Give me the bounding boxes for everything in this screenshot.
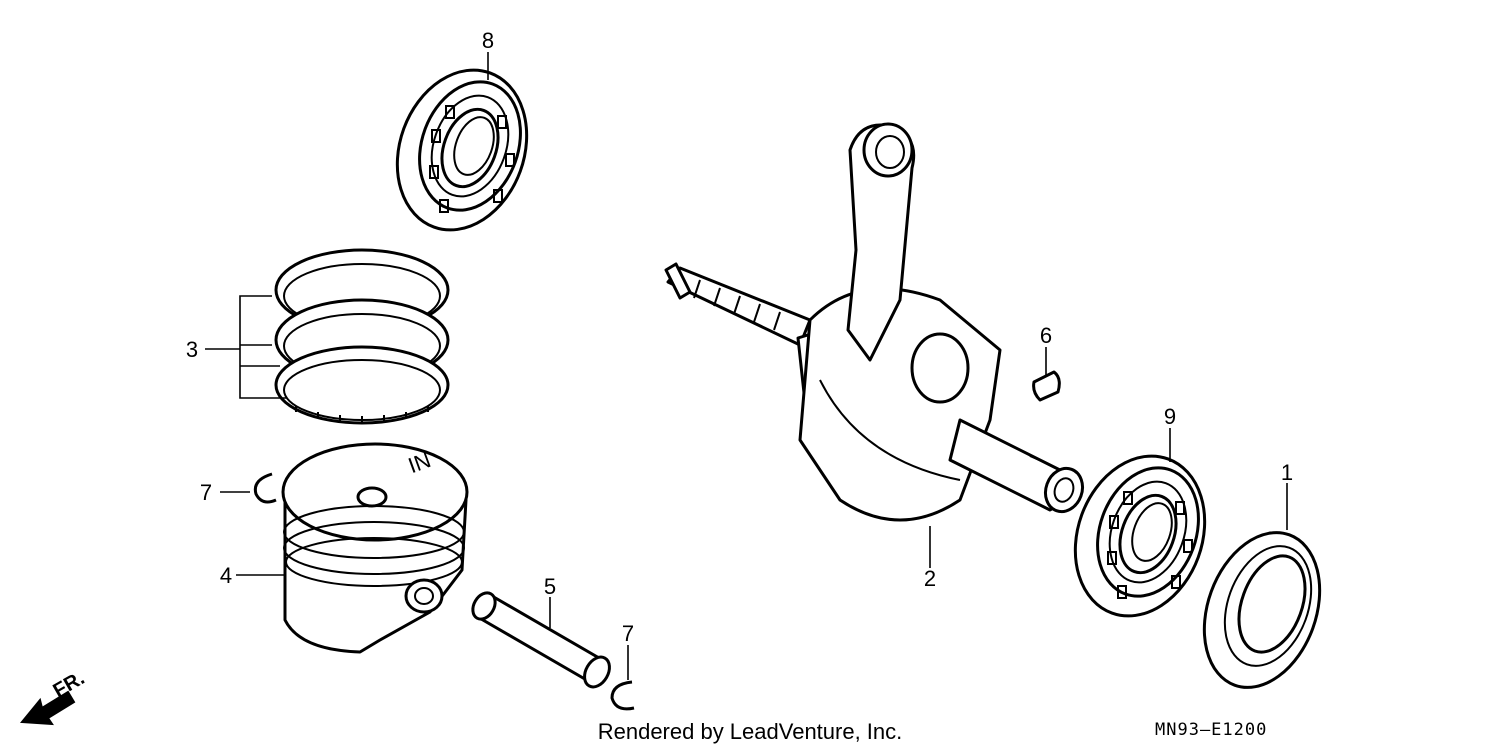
piston[interactable]: IN [281,442,469,654]
circlip-right[interactable] [610,680,635,711]
front-direction-arrow: FR. [19,667,89,726]
crankshaft[interactable] [664,122,1088,522]
callout-1: 1 [1281,460,1293,485]
callout-7-left: 7 [200,480,212,505]
diagram-code: MN93–E1200 [1155,720,1267,740]
callout-4: 4 [220,563,232,588]
callout-7-right: 7 [622,621,634,646]
bearing-right[interactable] [1054,438,1227,635]
circlip-left[interactable] [253,472,277,504]
footer-credit: Rendered by LeadVenture, Inc. [598,719,903,744]
woodruff-key[interactable] [1032,370,1061,402]
callout-6: 6 [1040,323,1052,348]
callout-5: 5 [544,574,556,599]
callout-8: 8 [482,28,494,53]
leader-lines [205,52,1288,680]
callout-2: 2 [924,566,936,591]
piston-rings[interactable] [274,248,450,425]
front-direction-label: FR. [50,667,89,702]
callout-9: 9 [1164,404,1176,429]
callout-3: 3 [186,337,198,362]
oil-seal[interactable] [1184,516,1340,703]
bearing-top[interactable] [376,52,549,249]
piston-pin[interactable] [468,589,614,691]
